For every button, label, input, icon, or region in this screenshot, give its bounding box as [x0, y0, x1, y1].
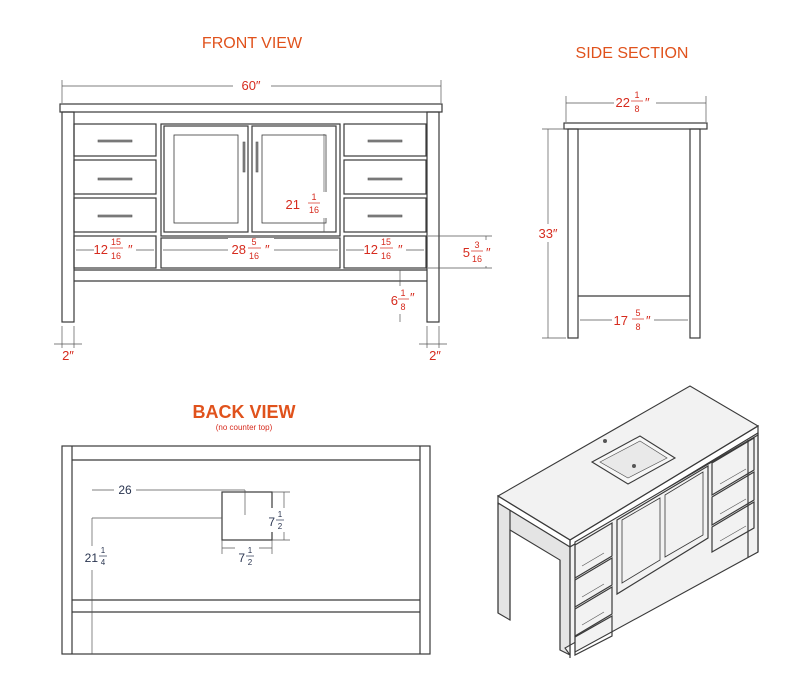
back-outline	[61, 445, 431, 655]
svg-text:21: 21	[286, 197, 300, 212]
front-right-drawer-1	[343, 123, 427, 157]
svg-text:1: 1	[278, 510, 283, 519]
svg-text:8: 8	[634, 104, 639, 114]
svg-text:″: ″	[486, 245, 491, 260]
svg-text:1: 1	[248, 546, 253, 555]
svg-text:21: 21	[85, 551, 99, 565]
svg-text:16: 16	[249, 251, 259, 261]
svg-text:2: 2	[248, 558, 253, 567]
front-left-leg	[61, 111, 75, 323]
svg-text:6: 6	[391, 293, 398, 308]
svg-text:15: 15	[111, 237, 121, 247]
back-offset-x: 26	[118, 483, 132, 497]
back-view: BACK VIEW (no counter top) 26 7 1 2 7 1 …	[61, 402, 431, 655]
svg-text:″: ″	[645, 95, 650, 110]
svg-text:16: 16	[381, 251, 391, 261]
svg-text:7: 7	[268, 515, 275, 529]
front-right-leg	[426, 111, 440, 323]
svg-text:7: 7	[238, 551, 245, 565]
svg-text:5: 5	[635, 308, 640, 318]
svg-text:4: 4	[101, 558, 106, 567]
svg-text:16: 16	[111, 251, 121, 261]
svg-text:12: 12	[94, 242, 108, 257]
side-back-leg	[689, 128, 701, 339]
svg-text:8: 8	[400, 302, 405, 312]
svg-text:15: 15	[381, 237, 391, 247]
svg-text:3: 3	[474, 240, 479, 250]
svg-text:17: 17	[614, 313, 628, 328]
side-front-leg	[567, 128, 579, 339]
svg-text:″: ″	[410, 290, 415, 305]
perspective-doors	[616, 464, 709, 596]
svg-text:16: 16	[309, 205, 319, 215]
svg-text:″: ″	[646, 313, 651, 328]
svg-text:″: ″	[265, 242, 270, 257]
front-door-frame	[160, 123, 341, 237]
front-view-title: FRONT VIEW	[202, 35, 303, 52]
side-height-dimension: 33″	[538, 226, 557, 241]
svg-text:1: 1	[400, 288, 405, 298]
side-countertop	[563, 122, 708, 130]
left-leg-dimension: 2″	[62, 348, 74, 363]
svg-text:22: 22	[616, 95, 630, 110]
front-width-dimension: 60″	[241, 78, 260, 93]
front-countertop	[59, 103, 443, 113]
back-view-subtitle: (no counter top)	[216, 423, 273, 432]
svg-text:8: 8	[635, 322, 640, 332]
svg-text:5: 5	[251, 237, 256, 247]
svg-text:1: 1	[634, 90, 639, 100]
svg-text:″: ″	[128, 242, 133, 257]
back-view-title: BACK VIEW	[193, 402, 296, 422]
svg-text:5: 5	[463, 245, 470, 260]
svg-text:16: 16	[472, 254, 482, 264]
plumbing-opening	[221, 491, 273, 541]
right-leg-dimension: 2″	[429, 348, 441, 363]
svg-text:1: 1	[311, 192, 316, 202]
front-left-door	[163, 125, 249, 233]
side-section: SIDE SECTION 22 1 8 ″ 33″ 17 5 8 ″	[533, 45, 708, 339]
svg-text:12: 12	[364, 242, 378, 257]
front-left-drawer-1	[73, 123, 157, 157]
side-section-title: SIDE SECTION	[576, 45, 689, 62]
front-view: FRONT VIEW 60″	[54, 35, 496, 363]
perspective-view	[496, 385, 760, 658]
front-right-door	[251, 125, 337, 233]
svg-text:2: 2	[278, 522, 283, 531]
svg-text:1: 1	[101, 546, 106, 555]
svg-text:″: ″	[398, 242, 403, 257]
svg-text:28: 28	[232, 242, 246, 257]
